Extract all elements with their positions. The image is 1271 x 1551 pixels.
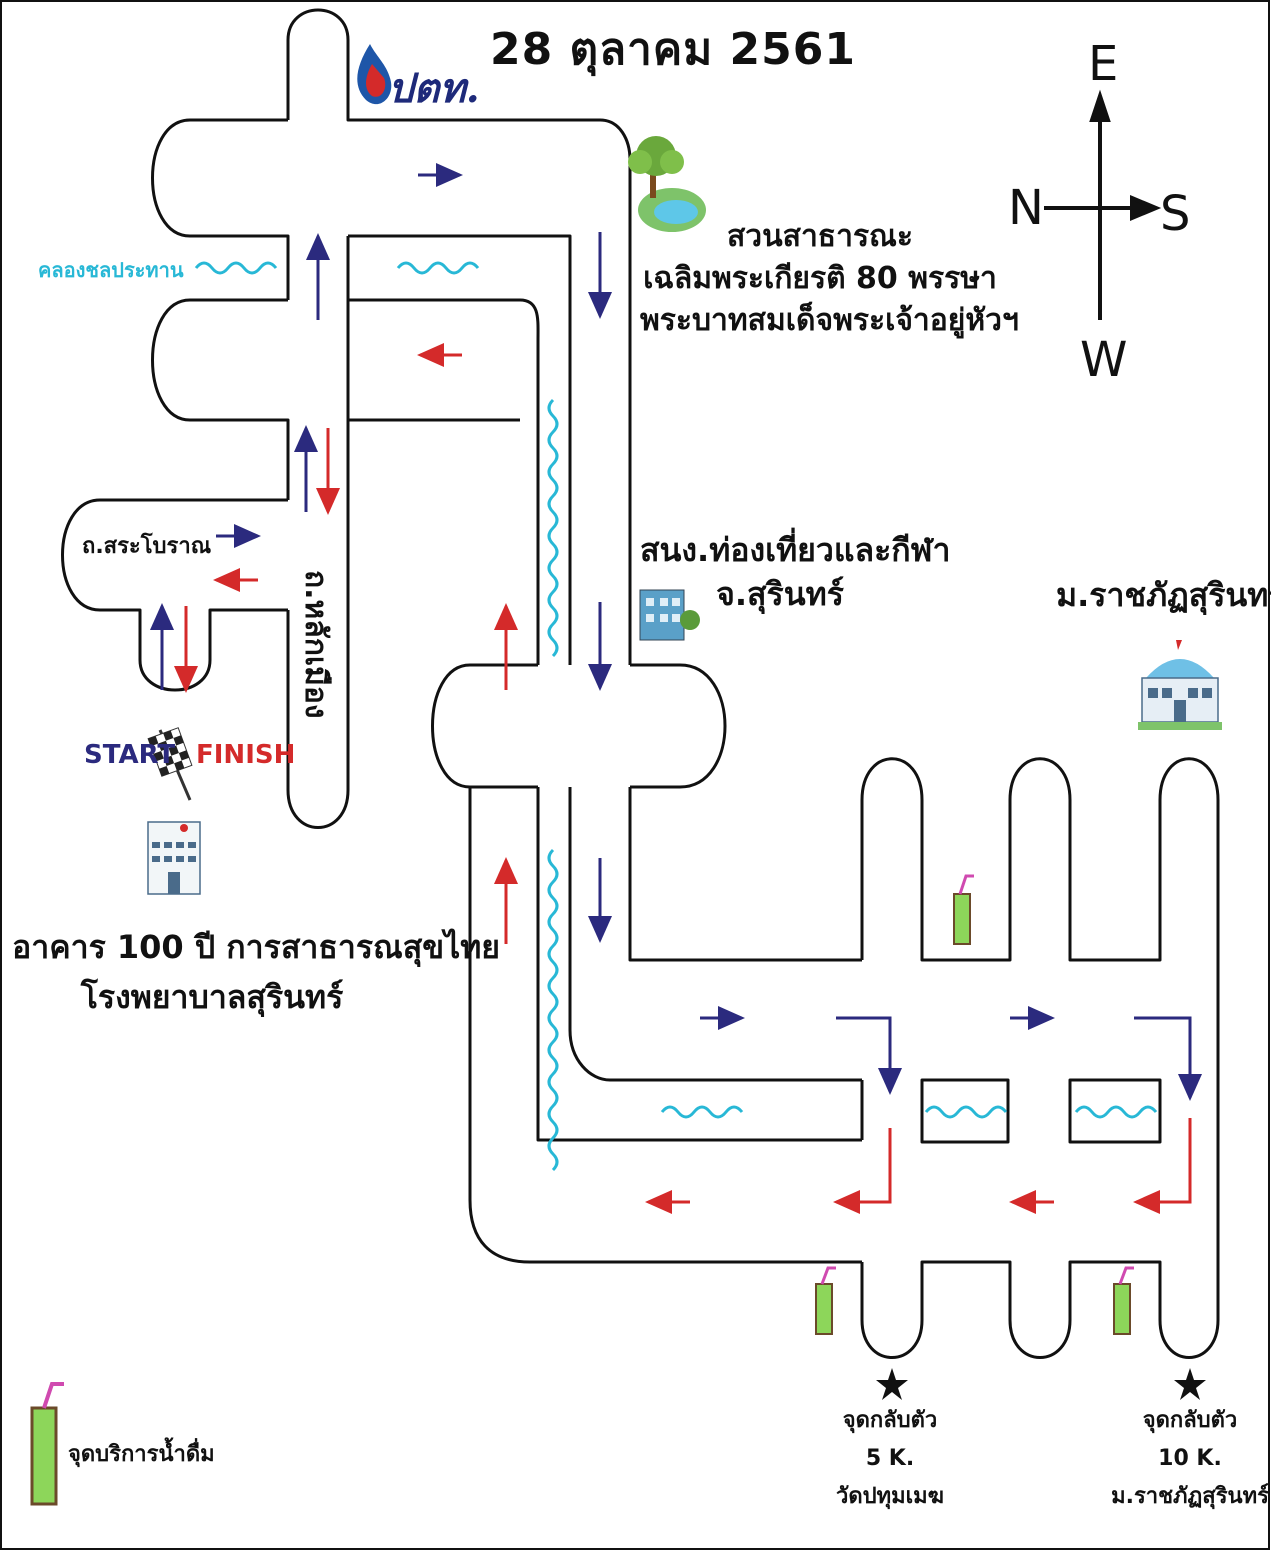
canal-wave-7	[1074, 1105, 1158, 1119]
hospital-label-line-1: อาคาร 100 ปี การสาธารณสุขไทย	[12, 928, 501, 966]
university-building-icon	[1138, 640, 1222, 730]
legend-drink-cup-icon	[30, 1382, 64, 1506]
turnaround-10k-line-1: จุดกลับตัว	[1142, 1408, 1238, 1433]
tourism-office-line-1: สนง.ท่องเที่ยวและกีฬา	[640, 531, 951, 569]
return-arrows	[174, 343, 1192, 1214]
compass-north-label: N	[1008, 180, 1044, 236]
office-building-icon	[639, 589, 700, 641]
drink-cup-icon	[1113, 1266, 1134, 1335]
arrow-red-8	[833, 1128, 892, 1214]
ptt-drop-icon	[357, 44, 392, 105]
hospital-label-line-2: โรงพยาบาลสุรินทร์	[80, 978, 344, 1016]
lak-muang-road-label: ถ.หลักเมือง	[298, 570, 333, 719]
road-right-loops	[860, 757, 1220, 1359]
star-icon	[1174, 1368, 1206, 1400]
turnaround-10k-line-2: 10 K.	[1158, 1446, 1222, 1471]
park-label-line-2: เฉลิมพระเกียรติ 80 พรรษา	[643, 261, 997, 296]
water-lines	[194, 261, 1158, 1172]
road-mid-connector	[346, 300, 520, 422]
turnaround-markers	[876, 1368, 1206, 1400]
arrow-red-10	[1133, 1118, 1192, 1214]
road-network	[61, 8, 1220, 1359]
tree-pond-icon	[628, 136, 706, 232]
road-island-1	[920, 1078, 1010, 1144]
road-lower-channel	[568, 787, 862, 1082]
compass	[1044, 89, 1162, 320]
finish-label: FINISH	[196, 740, 296, 770]
road-lak-muang	[286, 420, 350, 829]
old-road-label: ถ.สระโบราณ	[82, 534, 212, 559]
canal-wave-1	[194, 261, 278, 275]
road-canal-right	[346, 236, 540, 665]
compass-south-label: S	[1160, 186, 1191, 242]
road-outer-bottom	[468, 787, 862, 1264]
turnaround-10k-line-3: ม.ราชภัฏสุรินทร์	[1111, 1484, 1269, 1509]
compass-east-arrowhead	[1089, 89, 1111, 122]
road-top-outer	[286, 8, 632, 665]
university-label: ม.ราชภัฏสุรินทร์	[1056, 576, 1271, 614]
outbound-arrows	[150, 163, 1202, 1101]
canal-wave-2	[396, 261, 480, 275]
drink-stations	[30, 874, 1134, 1506]
road-left-mid-loop	[151, 298, 290, 500]
turnaround-5k-label: จุดกลับตัว 5 K. วัดปทุมเมฆ	[820, 1402, 960, 1516]
drink-cup-icon	[815, 1266, 836, 1335]
canal-wave-4	[547, 848, 559, 1172]
park-label-line-1: สวนสาธารณะ	[726, 219, 914, 254]
hospital-building-icon	[147, 821, 201, 895]
brand-logo-text: ปตท.	[388, 65, 480, 112]
road-center-left	[431, 663, 538, 789]
compass-west-label: W	[1080, 332, 1128, 388]
tourism-office-line-2: จ.สุรินทร์	[716, 575, 844, 613]
road-old-road-loop	[61, 498, 288, 692]
road-canal-inner	[348, 234, 572, 665]
legend-water-label: จุดบริการน้ำดื่ม	[68, 1442, 215, 1467]
turnaround-10k-label: จุดกลับตัว 10 K. ม.ราชภัฏสุรินทร์	[1110, 1402, 1270, 1516]
arrow-blue-10	[836, 1016, 902, 1095]
start-label: START	[84, 740, 176, 770]
park-label: สวนสาธารณะ เฉลิมพระเกียรติ 80 พรรษา พระบ…	[640, 216, 1019, 342]
hospital-label: อาคาร 100 ปี การสาธารณสุขไทย โรงพยาบาลสุ…	[12, 922, 501, 1022]
flag-icon	[147, 727, 193, 801]
turnaround-5k-line-3: วัดปทุมเมฆ	[836, 1484, 944, 1509]
park-label-line-3: พระบาทสมเด็จพระเจ้าอยู่หัวฯ	[640, 303, 1019, 338]
canal-label: คลองชลประทาน	[38, 258, 184, 282]
arrow-blue-12	[1134, 1016, 1202, 1101]
road-lower-left-inner	[536, 787, 862, 1142]
drink-cup-icon	[953, 874, 974, 945]
compass-south-arrowhead	[1130, 195, 1162, 221]
turnaround-5k-line-2: 5 K.	[865, 1446, 915, 1471]
road-center-right	[630, 663, 727, 789]
event-date: 28 ตุลาคม 2561	[490, 24, 857, 75]
canal-wave-3	[547, 398, 559, 658]
tourism-office-label: สนง.ท่องเที่ยวและกีฬา จ.สุรินทร์	[640, 528, 951, 616]
canal-wave-5	[660, 1105, 744, 1119]
canal-wave-6	[924, 1105, 1008, 1119]
road-lower-right	[628, 787, 862, 962]
star-icon	[876, 1368, 908, 1400]
road-left-top-loop	[151, 118, 290, 300]
compass-east-label: E	[1088, 36, 1119, 92]
turnaround-5k-line-1: จุดกลับตัว	[842, 1408, 938, 1433]
road-island-2	[1068, 1078, 1162, 1144]
